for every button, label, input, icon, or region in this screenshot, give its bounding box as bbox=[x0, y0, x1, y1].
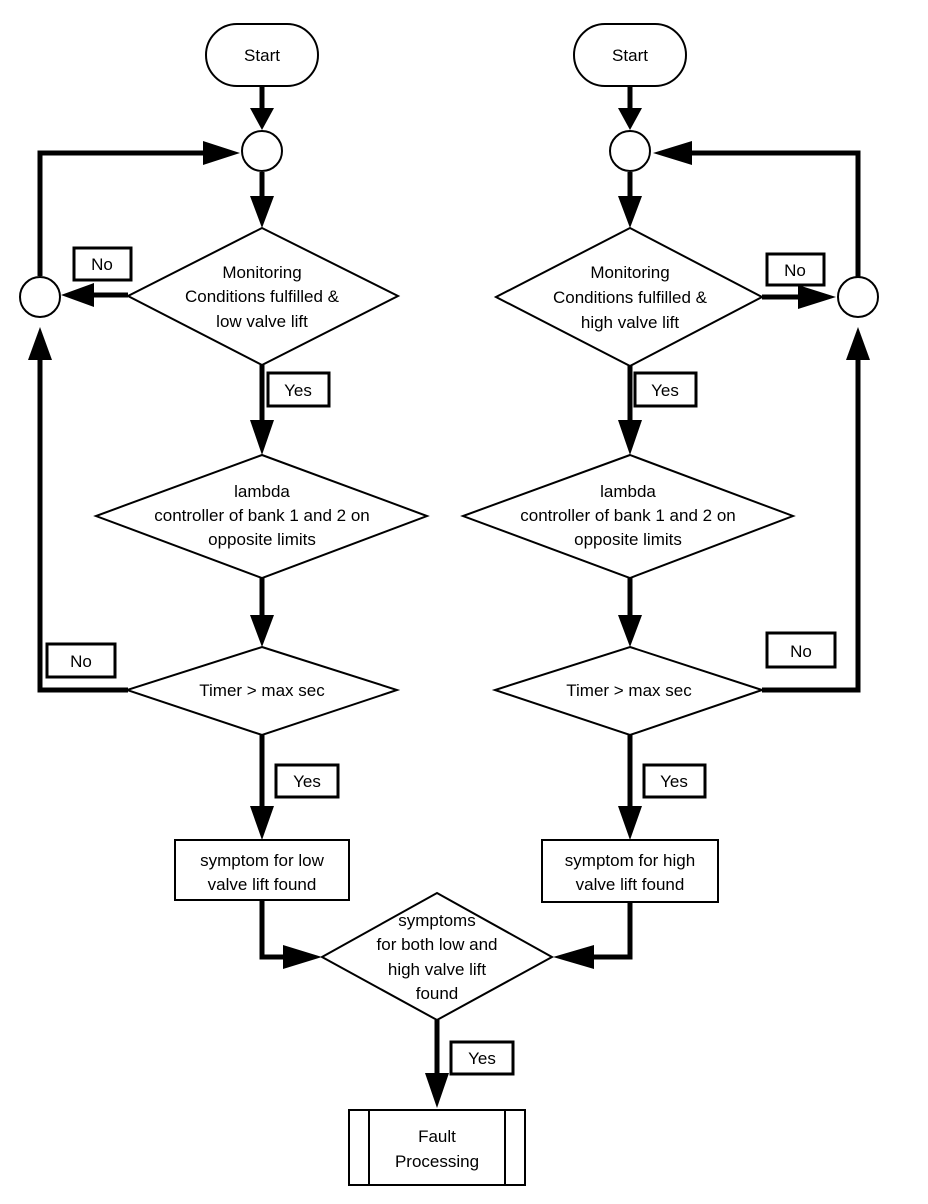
left-lambda-line-2: controller of bank 1 and 2 on bbox=[154, 506, 369, 525]
right-lambda-line-1: lambda bbox=[600, 482, 656, 501]
left-condition-decision: Monitoring Conditions fulfilled & low va… bbox=[125, 226, 401, 367]
right-arrow-up-loop bbox=[846, 327, 870, 360]
right-lambda-decision: lambda controller of bank 1 and 2 on opp… bbox=[460, 453, 796, 580]
merge-line-2: for both low and bbox=[377, 935, 498, 954]
right-top-junction bbox=[609, 130, 651, 172]
left-lambda-decision: lambda controller of bank 1 and 2 on opp… bbox=[93, 453, 430, 580]
right-symptom-line-2: valve lift found bbox=[576, 875, 685, 894]
right-loop-back-line bbox=[690, 150, 861, 278]
svg-text:No: No bbox=[70, 652, 92, 671]
left-timer-label: Timer > max sec bbox=[199, 681, 325, 700]
left-symptom-line-2: valve lift found bbox=[208, 875, 317, 894]
left-arrow-right-merge bbox=[283, 945, 322, 969]
right-symptom-to-merge-line bbox=[592, 900, 633, 960]
left-branch: Start Monitoring Conditions fulfilled & … bbox=[19, 23, 430, 901]
arrowheads bbox=[28, 108, 870, 1108]
merge-line-3: high valve lift bbox=[388, 960, 487, 979]
merge-yes-label: Yes bbox=[449, 1040, 515, 1076]
left-top-junction bbox=[241, 130, 283, 172]
right-condition-decision: Monitoring Conditions fulfilled & high v… bbox=[493, 226, 765, 368]
right-arrow-down-1 bbox=[618, 108, 642, 130]
left-arrow-down-1 bbox=[250, 108, 274, 130]
left-arrow-up-loop bbox=[28, 327, 52, 360]
left-condition-line-3: low valve lift bbox=[216, 312, 308, 331]
merge-line-1: symptoms bbox=[398, 911, 475, 930]
fault-line-2: Processing bbox=[395, 1152, 479, 1171]
right-arrow-down-2 bbox=[618, 196, 642, 228]
svg-text:Yes: Yes bbox=[660, 772, 688, 791]
connectors bbox=[37, 86, 861, 1075]
right-condition-yes-label: Yes bbox=[633, 371, 698, 408]
right-arrow-left-loop bbox=[653, 141, 692, 165]
svg-text:No: No bbox=[91, 255, 113, 274]
right-timer-decision: Timer > max sec bbox=[491, 645, 766, 737]
merge-arrow-down bbox=[425, 1073, 449, 1108]
right-arrow-down-4 bbox=[618, 615, 642, 647]
right-lambda-line-2: controller of bank 1 and 2 on bbox=[520, 506, 735, 525]
left-timer-decision: Timer > max sec bbox=[123, 645, 401, 737]
left-side-junction bbox=[19, 276, 61, 318]
right-lambda-line-3: opposite limits bbox=[574, 530, 682, 549]
left-arrow-left-no bbox=[61, 283, 94, 307]
left-lambda-line-3: opposite limits bbox=[208, 530, 316, 549]
right-arrow-down-3 bbox=[618, 420, 642, 455]
left-lambda-line-1: lambda bbox=[234, 482, 290, 501]
right-condition-line-3: high valve lift bbox=[581, 313, 680, 332]
left-timer-no-label: No bbox=[45, 642, 117, 679]
right-timer-no-line bbox=[762, 360, 861, 693]
merge-decision: symptoms for both low and high valve lif… bbox=[319, 891, 555, 1022]
left-start-label: Start bbox=[244, 46, 280, 65]
svg-text:No: No bbox=[790, 642, 812, 661]
right-symptom-line-1: symptom for high bbox=[565, 851, 695, 870]
right-arrow-left-merge bbox=[553, 945, 594, 969]
left-condition-line-2: Conditions fulfilled & bbox=[185, 287, 340, 306]
right-condition-no-label: No bbox=[765, 252, 826, 287]
fault-processing-box: Fault Processing bbox=[348, 1109, 526, 1186]
left-arrow-down-4 bbox=[250, 615, 274, 647]
merge-line-4: found bbox=[416, 984, 459, 1003]
right-arrow-right-no bbox=[798, 285, 836, 309]
left-loop-back-line bbox=[37, 150, 205, 276]
right-timer-label: Timer > max sec bbox=[566, 681, 692, 700]
fault-line-1: Fault bbox=[418, 1127, 456, 1146]
right-branch: Start Monitoring Conditions fulfilled & … bbox=[460, 23, 879, 903]
right-condition-line-2: Conditions fulfilled & bbox=[553, 288, 708, 307]
svg-text:Yes: Yes bbox=[651, 381, 679, 400]
left-timer-yes-label: Yes bbox=[274, 763, 340, 799]
left-start-terminal: Start bbox=[205, 23, 319, 87]
left-arrow-right-loop bbox=[203, 141, 240, 165]
left-condition-yes-label: Yes bbox=[266, 371, 331, 408]
right-start-terminal: Start bbox=[573, 23, 687, 87]
left-condition-line-1: Monitoring bbox=[222, 263, 301, 282]
svg-text:Yes: Yes bbox=[468, 1049, 496, 1068]
merge-section: symptoms for both low and high valve lif… bbox=[319, 891, 555, 1186]
right-arrow-down-5 bbox=[618, 806, 642, 840]
left-symptom-box: symptom for low valve lift found bbox=[174, 839, 350, 901]
right-symptom-box: symptom for high valve lift found bbox=[541, 839, 719, 903]
left-arrow-down-5 bbox=[250, 806, 274, 840]
left-symptom-to-merge-line bbox=[259, 900, 285, 960]
left-arrow-down-3 bbox=[250, 420, 274, 455]
svg-text:Yes: Yes bbox=[293, 772, 321, 791]
right-timer-no-label: No bbox=[765, 631, 837, 669]
svg-text:Yes: Yes bbox=[284, 381, 312, 400]
right-start-label: Start bbox=[612, 46, 648, 65]
left-condition-no-label: No bbox=[72, 246, 133, 282]
left-symptom-line-1: symptom for low bbox=[200, 851, 324, 870]
svg-text:No: No bbox=[784, 261, 806, 280]
right-timer-yes-label: Yes bbox=[642, 763, 707, 799]
left-arrow-down-2 bbox=[250, 196, 274, 228]
right-side-junction bbox=[837, 276, 879, 318]
left-timer-no-line bbox=[37, 360, 128, 693]
right-condition-line-1: Monitoring bbox=[590, 263, 669, 282]
